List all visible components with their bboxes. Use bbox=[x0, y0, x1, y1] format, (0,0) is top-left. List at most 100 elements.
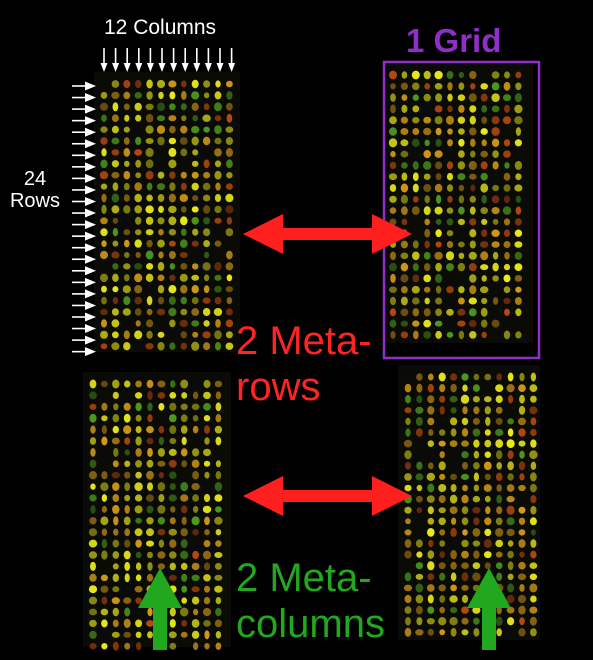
spot bbox=[403, 584, 413, 592]
meta-column-arrows bbox=[138, 568, 511, 650]
spot bbox=[191, 596, 200, 605]
spot bbox=[424, 228, 431, 238]
spot bbox=[100, 574, 108, 582]
spot bbox=[457, 308, 466, 316]
spot bbox=[495, 562, 503, 570]
meta-rows-line1: 2 Meta- bbox=[236, 319, 372, 363]
spot bbox=[146, 263, 154, 270]
spot bbox=[135, 562, 142, 571]
spot bbox=[146, 573, 154, 582]
spot bbox=[214, 170, 222, 180]
spot bbox=[485, 416, 491, 426]
spot bbox=[503, 241, 511, 248]
spot bbox=[203, 171, 211, 179]
down-arrow-icon bbox=[123, 48, 131, 72]
spot bbox=[203, 448, 211, 457]
down-arrow-icon bbox=[100, 48, 108, 72]
spot bbox=[434, 183, 443, 193]
spot bbox=[135, 251, 141, 259]
spot bbox=[439, 384, 446, 393]
spot bbox=[146, 528, 154, 537]
spot bbox=[157, 331, 165, 338]
spot bbox=[473, 472, 479, 482]
spot bbox=[529, 483, 537, 493]
spot bbox=[169, 425, 177, 434]
spot bbox=[496, 462, 503, 470]
spot bbox=[400, 331, 409, 339]
spot bbox=[400, 194, 408, 204]
spot bbox=[203, 415, 211, 422]
spot bbox=[214, 516, 223, 525]
spot bbox=[481, 331, 487, 339]
spot bbox=[135, 426, 142, 434]
spot bbox=[492, 251, 499, 260]
spot bbox=[136, 642, 142, 651]
spot bbox=[530, 539, 537, 548]
right-arrow-icon bbox=[72, 104, 96, 114]
spot bbox=[472, 572, 481, 582]
spot bbox=[518, 417, 526, 426]
spot bbox=[169, 274, 176, 281]
spot bbox=[123, 137, 130, 145]
spot bbox=[461, 451, 469, 459]
spot bbox=[112, 102, 119, 112]
spot bbox=[88, 528, 98, 537]
spot bbox=[483, 461, 492, 471]
spot bbox=[226, 80, 233, 88]
spot bbox=[168, 494, 177, 502]
spot bbox=[225, 331, 233, 339]
spot bbox=[135, 631, 142, 638]
spot bbox=[439, 606, 446, 614]
spot bbox=[191, 125, 200, 134]
spot bbox=[134, 296, 142, 305]
spot bbox=[412, 117, 420, 124]
spot bbox=[469, 173, 477, 180]
spot bbox=[450, 561, 457, 570]
spot bbox=[134, 392, 143, 399]
spot bbox=[461, 584, 469, 591]
spot bbox=[446, 115, 454, 125]
spot bbox=[180, 562, 188, 571]
spot bbox=[181, 80, 187, 88]
spot bbox=[472, 562, 481, 570]
spot bbox=[461, 617, 469, 625]
right-arrow-icon bbox=[72, 243, 96, 253]
spot bbox=[215, 597, 222, 605]
spot bbox=[468, 319, 477, 328]
spot bbox=[428, 462, 434, 470]
spot bbox=[503, 94, 511, 102]
spot bbox=[496, 572, 503, 581]
spot bbox=[191, 562, 200, 571]
spot bbox=[89, 608, 97, 616]
spot bbox=[123, 148, 131, 157]
spot bbox=[439, 551, 446, 559]
spot bbox=[169, 263, 176, 270]
spot bbox=[113, 516, 119, 526]
spot bbox=[491, 195, 500, 204]
spot bbox=[89, 619, 97, 628]
spot bbox=[457, 173, 466, 181]
right-arrow-icon bbox=[72, 150, 96, 160]
spot bbox=[401, 206, 408, 216]
spot bbox=[100, 482, 109, 491]
spot bbox=[514, 139, 523, 147]
spot bbox=[450, 527, 457, 537]
spot bbox=[101, 193, 107, 203]
spot bbox=[157, 517, 166, 525]
spot bbox=[214, 102, 222, 112]
spot bbox=[146, 505, 154, 514]
spot bbox=[168, 574, 177, 581]
spot bbox=[450, 584, 457, 592]
spot bbox=[460, 473, 470, 480]
spot bbox=[157, 460, 166, 467]
spot bbox=[468, 263, 477, 272]
spot bbox=[214, 205, 222, 214]
spot bbox=[469, 206, 476, 215]
spot bbox=[504, 308, 510, 316]
spot bbox=[157, 285, 165, 294]
spot bbox=[191, 483, 200, 491]
spot bbox=[180, 528, 188, 537]
spot bbox=[169, 517, 176, 525]
spot bbox=[111, 149, 120, 156]
spot bbox=[180, 607, 189, 617]
